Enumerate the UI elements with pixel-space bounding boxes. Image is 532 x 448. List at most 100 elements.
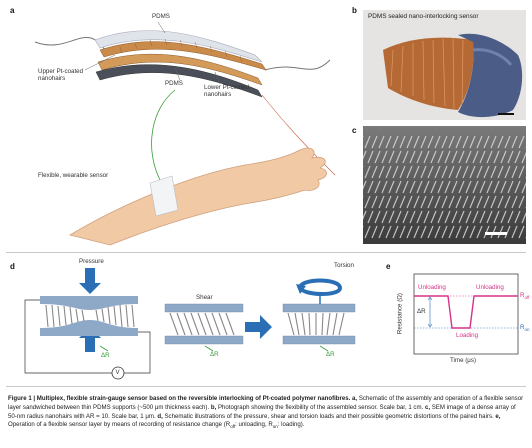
callout-curve-sensor	[151, 89, 176, 181]
nanohair-strand	[518, 135, 525, 149]
scale-bar-c	[485, 232, 507, 235]
pressure-arrow-down	[79, 268, 101, 294]
nanohair-strand	[430, 180, 437, 194]
nanohair-strand	[437, 180, 444, 194]
nanohair-strand	[409, 180, 416, 194]
nanohair-strand	[378, 135, 385, 149]
caption-text-b: Photograph showing the flexibility of th…	[216, 403, 425, 411]
pdms-top-layer	[94, 30, 263, 63]
nanohair-strand	[504, 135, 511, 149]
nanohair-strand	[451, 210, 458, 224]
label-pdms-mid: PDMS	[165, 80, 183, 87]
nanohair-strand	[490, 165, 497, 179]
delta-r-arrow-a	[99, 345, 109, 352]
nanohair-strand	[455, 195, 462, 209]
delta-r-arrow-shear	[204, 345, 214, 352]
nanohair-strand	[385, 135, 392, 149]
shear-arrow	[245, 315, 272, 339]
label-wearable-sensor: Flexible, wearable sensor	[38, 172, 109, 179]
caption-bold: Figure 1 | Multiplex, flexible strain-ga…	[8, 395, 358, 402]
caption-text-e: Operation of a flexible sensor layer by …	[8, 421, 231, 429]
nanohair-strand	[476, 135, 483, 149]
nanohair-strand	[521, 151, 526, 164]
nanohair-strand	[504, 225, 511, 239]
nanohair-strand	[427, 225, 434, 239]
label-pdms-top: PDMS	[152, 13, 170, 20]
nanohair-strand	[493, 180, 500, 194]
nanohair-strand	[395, 210, 402, 224]
panel-c-sem-image	[363, 126, 526, 244]
nanohair-strand	[486, 150, 493, 164]
nanohair-strand	[378, 165, 385, 179]
nanohair-strand	[381, 210, 388, 224]
nanohair-strand	[420, 165, 427, 179]
nanohair-strand	[413, 195, 420, 209]
nanohair-strand	[409, 210, 416, 224]
nanohair-strand	[462, 135, 469, 149]
pdms-bottom-layer	[95, 64, 263, 98]
divider-top	[6, 252, 526, 253]
nanohair-strand	[374, 210, 381, 224]
nanohair-strand	[455, 225, 462, 239]
pressure-label: Pressure	[79, 258, 104, 265]
resistance-curve	[414, 295, 518, 329]
torsion-bottom-pdms	[282, 335, 356, 345]
nanohair-strand	[371, 225, 378, 239]
nanohair-strand	[479, 210, 486, 224]
nanohair-strand	[416, 210, 423, 224]
panel-a-letter: a	[10, 6, 15, 15]
leader-upper	[84, 54, 116, 71]
figure-caption: Figure 1 | Multiplex, flexible strain-ga…	[8, 395, 526, 431]
nanohair-strand	[497, 165, 504, 179]
nanohair-strand	[462, 225, 469, 239]
nanohair-strand	[423, 210, 430, 224]
nanohair-strand	[388, 180, 395, 194]
nanohair-strand	[444, 150, 451, 164]
nanohair-strand	[402, 150, 409, 164]
nanohair-strand	[514, 180, 521, 194]
nanohair-strand	[493, 150, 500, 164]
nanohair-strand	[479, 180, 486, 194]
torsion-delta-r: ΔR	[326, 351, 335, 358]
nanohair-strand	[441, 225, 448, 239]
nanohair-strand	[434, 225, 441, 239]
nanohair-strand	[451, 180, 458, 194]
arm-shape	[68, 147, 327, 246]
label-upper-nanohairs: Upper Pt-coated nanohairs	[38, 68, 84, 83]
nanohair-strand	[465, 180, 472, 194]
nanohair-strand	[427, 135, 434, 149]
nanohair-strand	[507, 150, 514, 164]
nanohair-strand	[476, 195, 483, 209]
nanohair-strand	[500, 150, 507, 164]
nanohair-strand	[507, 210, 514, 224]
nanohair-strand	[420, 225, 427, 239]
nanohair-strand	[427, 195, 434, 209]
nanohair-strand	[486, 180, 493, 194]
nanohair-strand	[420, 195, 427, 209]
panel-b-photo	[363, 10, 526, 120]
nanohair-strand	[363, 150, 367, 160]
nanohair-strand	[364, 225, 371, 239]
nanohair-strand	[493, 210, 500, 224]
nanohair-strand	[490, 135, 497, 149]
panel-b-letter: b	[352, 6, 357, 15]
nanohair-strand	[364, 165, 371, 179]
nanohair-strand	[374, 180, 381, 194]
nanohair-strand	[416, 180, 423, 194]
nanohair-strand	[381, 150, 388, 164]
nanohair-strand	[490, 195, 497, 209]
nanohair-strand	[402, 180, 409, 194]
nanohair-strand	[514, 150, 521, 164]
nanohair-strand	[413, 135, 420, 149]
shear-bottom-pdms	[164, 335, 244, 345]
nanohair-strand	[406, 165, 413, 179]
e-r-off: Roff	[520, 292, 530, 301]
nanohair-strand	[388, 150, 395, 164]
nanohair-strand	[363, 180, 367, 190]
nanohair-strand	[416, 150, 423, 164]
nanohair-strand	[385, 165, 392, 179]
nanohair-strand	[455, 135, 462, 149]
nanohair-strand	[469, 195, 476, 209]
nanohair-strand	[371, 165, 378, 179]
nanohair-strand	[385, 195, 392, 209]
